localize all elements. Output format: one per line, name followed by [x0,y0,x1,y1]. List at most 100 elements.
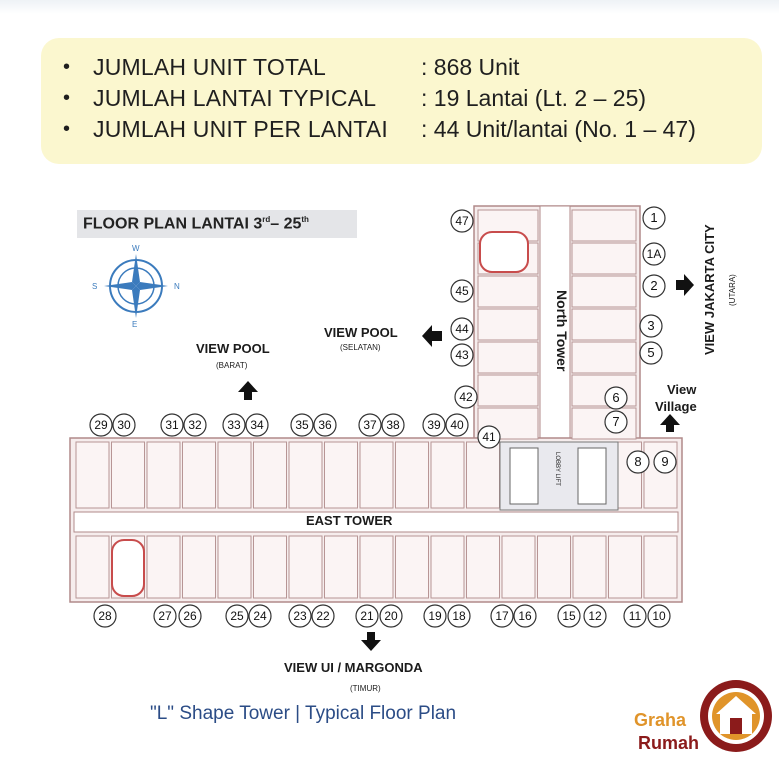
unit-cell [182,441,216,509]
unit-number-7: 7 [604,410,628,434]
pool-east [111,539,145,597]
svg-text:8: 8 [634,454,641,469]
unit-cell [288,441,323,509]
unit-cell [430,535,465,599]
floor-plan-title: FLOOR PLAN LANTAI 3rd– 25th [77,210,357,238]
compass-w-label: W [132,244,140,253]
unit-cell [75,441,110,509]
plan-caption: "L" Shape Tower | Typical Floor Plan [150,703,457,724]
unit-cell [182,535,216,599]
unit-number-6: 6 [604,386,628,410]
svg-text:23: 23 [293,609,307,623]
svg-text:39: 39 [427,418,441,432]
logo-text-rumah: Rumah [638,733,700,753]
svg-text:1A: 1A [647,247,662,261]
info-value: : 19 Lantai (Lt. 2 – 25) [421,85,647,111]
pool-north [479,231,529,273]
title-sup-th: th [301,215,309,224]
svg-text:45: 45 [455,284,469,298]
unit-number-31: 31 [160,413,184,437]
unit-cell [571,407,637,440]
info-value: : 868 Unit [421,54,520,80]
unit-cell [359,441,394,509]
unit-number-33: 33 [222,413,246,437]
view-pool-selatan: VIEW POOL [324,325,398,340]
unit-cell [571,209,637,242]
unit-cell [537,535,571,599]
unit-cell [217,441,252,509]
view-village-line1: View [667,382,697,397]
unit-cell [146,441,181,509]
svg-text:21: 21 [360,609,374,623]
svg-text:25: 25 [230,609,244,623]
svg-text:12: 12 [588,609,602,623]
unit-number-44: 44 [450,317,474,341]
unit-number-19: 19 [423,604,447,628]
graha-rumah-logo: Graha Rumah [632,678,778,758]
unit-number-38: 38 [381,413,405,437]
svg-text:10: 10 [652,609,666,623]
unit-cell [477,275,539,308]
unit-cell [572,535,607,599]
svg-text:38: 38 [386,418,400,432]
svg-text:43: 43 [455,348,469,362]
svg-text:15: 15 [562,609,576,623]
unit-number-2: 2 [642,274,666,298]
svg-text:17: 17 [495,609,509,623]
compass-e-label: E [132,320,138,329]
svg-text:42: 42 [459,390,473,404]
unit-number-21: 21 [355,604,379,628]
svg-text:44: 44 [455,322,469,336]
svg-text:1: 1 [650,210,657,225]
unit-number-41: 41 [477,425,501,449]
svg-text:30: 30 [117,418,131,432]
svg-text:11: 11 [629,609,642,623]
unit-number-29: 29 [89,413,113,437]
unit-cell [324,535,358,599]
unit-cell [253,535,287,599]
unit-cell [253,441,287,509]
title-sup-rd: rd [262,215,271,224]
svg-text:37: 37 [363,418,377,432]
svg-text:36: 36 [318,418,332,432]
unit-number-18: 18 [447,604,471,628]
svg-text:3: 3 [647,318,654,333]
arrow-up-barat [238,381,258,400]
svg-text:31: 31 [165,418,179,432]
bullet: • [63,87,71,109]
unit-number-35: 35 [290,413,314,437]
unit-number-37: 37 [358,413,382,437]
unit-cell [477,341,539,374]
svg-text:20: 20 [384,609,398,623]
lobby-lift-label: LOBBY LIFT [554,452,560,486]
svg-text:26: 26 [183,609,197,623]
info-row-typical-floors: • JUMLAH LANTAI TYPICAL : 19 Lantai (Lt.… [63,83,762,114]
arrow-right-utara [676,274,694,296]
unit-cell [75,535,110,599]
info-label: JUMLAH UNIT PER LANTAI [93,116,388,142]
svg-text:7: 7 [612,414,619,429]
unit-cell [571,242,637,275]
unit-cell [217,535,252,599]
info-label: JUMLAH UNIT TOTAL [93,54,327,80]
unit-cell [430,441,465,509]
unit-cells [75,209,678,599]
bullet: • [63,118,71,140]
unit-cell [466,441,500,509]
lobby-lift [499,441,619,511]
svg-text:28: 28 [98,609,112,623]
unit-number-10: 10 [647,604,671,628]
unit-number-9: 9 [653,450,677,474]
unit-number-27: 27 [153,604,177,628]
unit-cell [111,441,145,509]
unit-cell [146,535,181,599]
title-mid: – 25 [270,215,302,233]
view-village-line2: Village [655,399,697,414]
unit-cell [643,535,678,599]
unit-cell [571,275,637,308]
compass-rose [104,254,168,318]
unit-number-40: 40 [445,413,469,437]
unit-cell [395,535,429,599]
svg-text:22: 22 [316,609,330,623]
